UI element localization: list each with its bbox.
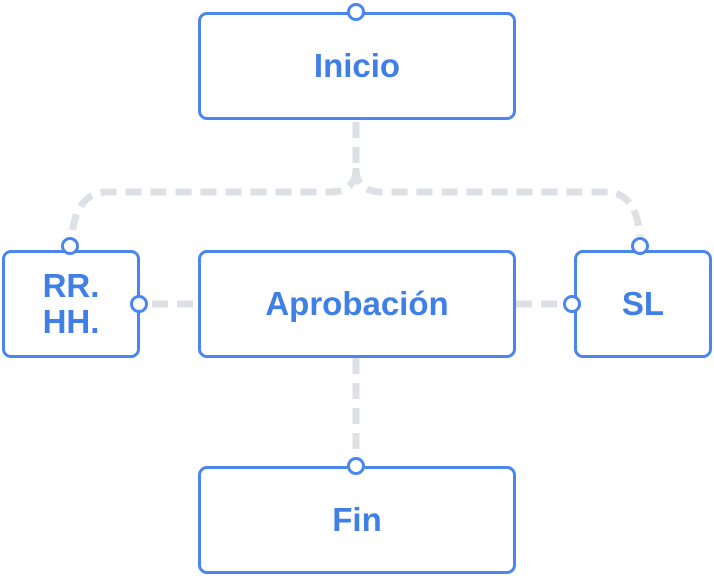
node-inicio[interactable]: Inicio — [198, 12, 516, 120]
connector-inicio-to-rrhh — [68, 122, 360, 237]
node-rrhh-label: RR. HH. — [43, 268, 100, 340]
port-sl-left[interactable] — [563, 295, 581, 313]
node-rrhh-label-line2: HH. — [42, 303, 100, 340]
node-fin-label: Fin — [332, 501, 382, 538]
port-fin-top[interactable] — [347, 457, 365, 475]
node-sl-label: SL — [621, 285, 665, 322]
node-fin[interactable]: Fin — [198, 466, 516, 574]
port-inicio-top[interactable] — [347, 3, 365, 21]
node-rrhh-label-line1: RR. — [42, 267, 100, 304]
port-rrhh-right[interactable] — [130, 295, 148, 313]
node-aprobacion-label: Aprobación — [265, 285, 449, 322]
node-rrhh[interactable]: RR. HH. — [2, 250, 140, 358]
node-inicio-label: Inicio — [313, 47, 401, 84]
node-sl[interactable]: SL — [574, 250, 712, 358]
connector-inicio-to-sl — [352, 167, 644, 237]
port-rrhh-top[interactable] — [61, 237, 79, 255]
node-aprobacion[interactable]: Aprobación — [198, 250, 516, 358]
port-sl-top[interactable] — [631, 237, 649, 255]
